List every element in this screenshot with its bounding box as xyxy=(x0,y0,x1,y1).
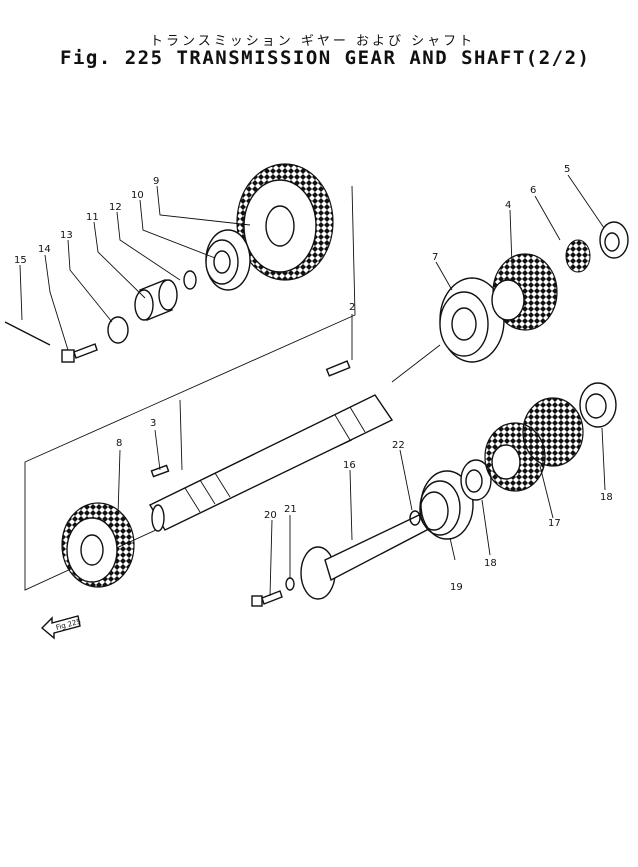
label-10: 10 xyxy=(131,190,144,201)
label-9: 9 xyxy=(153,176,159,187)
washer-21 xyxy=(285,577,295,591)
collar-11 xyxy=(134,279,178,321)
title-english: Fig. 225 TRANSMISSION GEAR AND SHAFT(2/2… xyxy=(60,47,591,69)
label-3: 3 xyxy=(150,418,156,429)
leader-lines xyxy=(19,174,606,597)
label-11: 11 xyxy=(86,212,99,223)
label-6: 6 xyxy=(530,185,536,196)
label-14: 14 xyxy=(38,244,51,255)
part-labels: 2 3 4 5 6 7 8 9 10 11 12 13 14 15 16 17 … xyxy=(14,164,613,593)
label-4: 4 xyxy=(505,200,511,211)
title-japanese: トランスミッション ギヤー および シャフト xyxy=(150,34,476,49)
gear-4 xyxy=(491,253,558,331)
label-15: 15 xyxy=(14,255,27,266)
lock-washer-6 xyxy=(565,239,591,273)
label-17: 17 xyxy=(548,518,561,529)
label-12: 12 xyxy=(109,202,122,213)
main-shaft xyxy=(149,394,394,532)
snap-ring-12 xyxy=(183,270,197,290)
label-5: 5 xyxy=(564,164,570,175)
label-21: 21 xyxy=(284,504,297,515)
label-16: 16 xyxy=(343,460,356,471)
nut-5 xyxy=(599,221,629,259)
bearing-18-a xyxy=(460,459,492,501)
reference-arrow: Fig 225 xyxy=(40,615,82,640)
label-2: 2 xyxy=(349,302,355,313)
snap-ring-22 xyxy=(409,510,421,526)
gear-8 xyxy=(61,502,135,588)
label-18-middle: 18 xyxy=(484,558,497,569)
washer-13 xyxy=(107,316,129,344)
pulley-19 xyxy=(419,470,474,540)
label-8: 8 xyxy=(116,438,122,449)
gear-9 xyxy=(236,163,334,281)
label-7: 7 xyxy=(432,252,438,263)
key-2 xyxy=(325,360,351,377)
label-19: 19 xyxy=(450,582,463,593)
bearing-18-b xyxy=(579,382,617,428)
label-18-right: 18 xyxy=(600,492,613,503)
label-20: 20 xyxy=(264,510,277,521)
pin-15 xyxy=(4,321,51,346)
key-3 xyxy=(150,464,170,478)
gear-17 xyxy=(484,397,584,492)
label-13: 13 xyxy=(60,230,73,241)
label-22: 22 xyxy=(392,440,405,451)
flange-shaft-16 xyxy=(300,504,447,600)
bearing-7 xyxy=(439,277,505,363)
bearing-10 xyxy=(205,229,251,291)
bolt-20 xyxy=(251,590,283,607)
